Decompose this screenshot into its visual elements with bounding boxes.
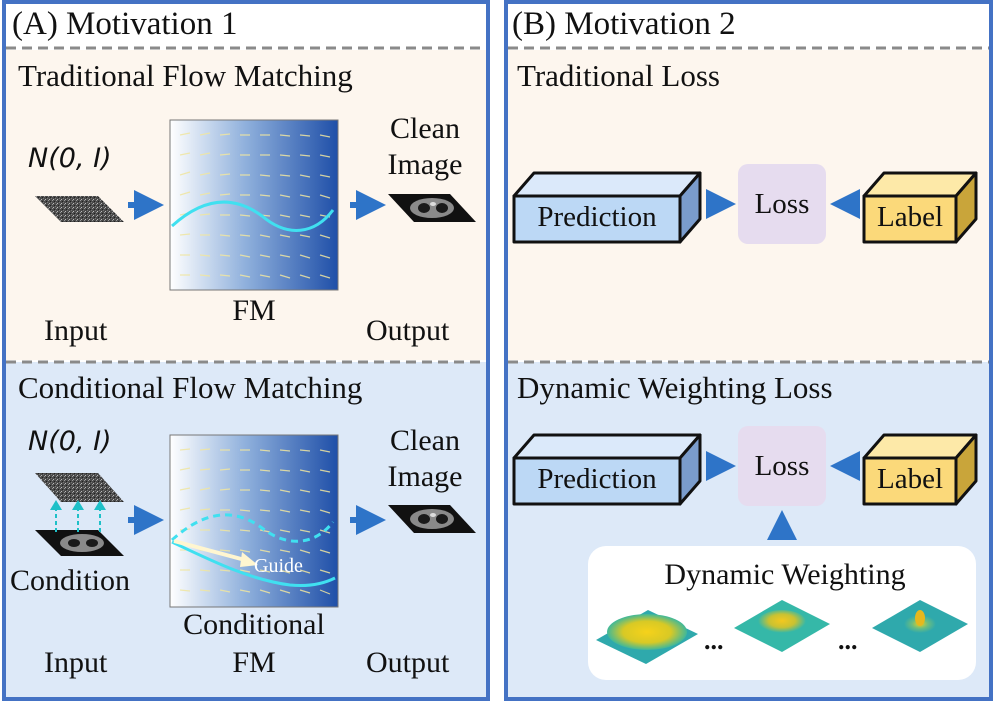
traditional-fm-heading: Traditional Flow Matching [18, 58, 353, 93]
noise-image-conditional [35, 473, 124, 502]
fm-label: FM [232, 294, 276, 327]
cfm-label-1: Conditional [183, 608, 325, 641]
dynamic-weighting-title: Dynamic Weighting [664, 558, 906, 591]
clean-label-bottom-1: Clean [390, 424, 460, 457]
cfm-guided-trajectory [171, 540, 336, 587]
loss-box-top [738, 164, 826, 244]
panel-b-title: (B) Motivation 2 [512, 6, 736, 42]
condition-label: Condition [10, 564, 131, 597]
loss-label-top: Loss [754, 188, 810, 220]
noise-label-top: N(0, I) [28, 143, 112, 174]
weight-map-medium [734, 600, 830, 652]
output-label-top: Output [366, 314, 450, 347]
cfm-label-2: FM [232, 646, 276, 679]
loss-label-bottom: Loss [754, 450, 810, 482]
fm-field [169, 119, 339, 291]
traditional-loss-heading: Traditional Loss [517, 58, 720, 93]
conditional-fm-heading: Conditional Flow Matching [18, 370, 363, 405]
condition-injection-arrows [50, 500, 106, 532]
prediction-label-top: Prediction [537, 201, 657, 233]
label-box-top [862, 171, 978, 244]
input-label-top: Input [44, 314, 108, 347]
loss-box-bottom [738, 426, 826, 506]
output-label-bottom: Output [366, 646, 450, 679]
clean-ct-image [388, 194, 476, 222]
guide-arrow-head [240, 552, 258, 567]
guide-label: Guide [254, 555, 303, 577]
clean-label-top-1: Clean [390, 112, 460, 145]
prediction-box-top [512, 171, 702, 244]
prediction-label-bottom: Prediction [537, 463, 657, 495]
clean-ct-image-conditional [388, 505, 476, 533]
noise-image [35, 196, 124, 222]
label-label-bottom: Label [876, 463, 943, 495]
cfm-dashed-trajectory [170, 513, 335, 543]
dynamic-loss-heading: Dynamic Weighting Loss [517, 370, 833, 405]
fm-trajectory [170, 200, 335, 232]
label-box-bottom [862, 433, 978, 506]
noise-label-bottom: N(0, I) [28, 426, 112, 457]
panel-a-border [2, 0, 490, 701]
weight-map-wide [596, 610, 698, 664]
ellipsis-1: ... [704, 626, 724, 655]
input-label-bottom: Input [44, 646, 108, 679]
image-label-bottom-2: Image [387, 460, 463, 493]
label-label-top: Label [876, 201, 943, 233]
cfm-field [169, 434, 339, 608]
condition-ct-image [35, 530, 124, 556]
panel-a-title: (A) Motivation 1 [12, 6, 238, 42]
weight-map-narrow [872, 600, 968, 652]
ellipsis-2: ... [838, 626, 858, 655]
guide-arrow [173, 539, 246, 562]
prediction-box-bottom [512, 433, 702, 506]
panel-b-border [504, 0, 993, 701]
image-label-top-2: Image [387, 148, 463, 181]
